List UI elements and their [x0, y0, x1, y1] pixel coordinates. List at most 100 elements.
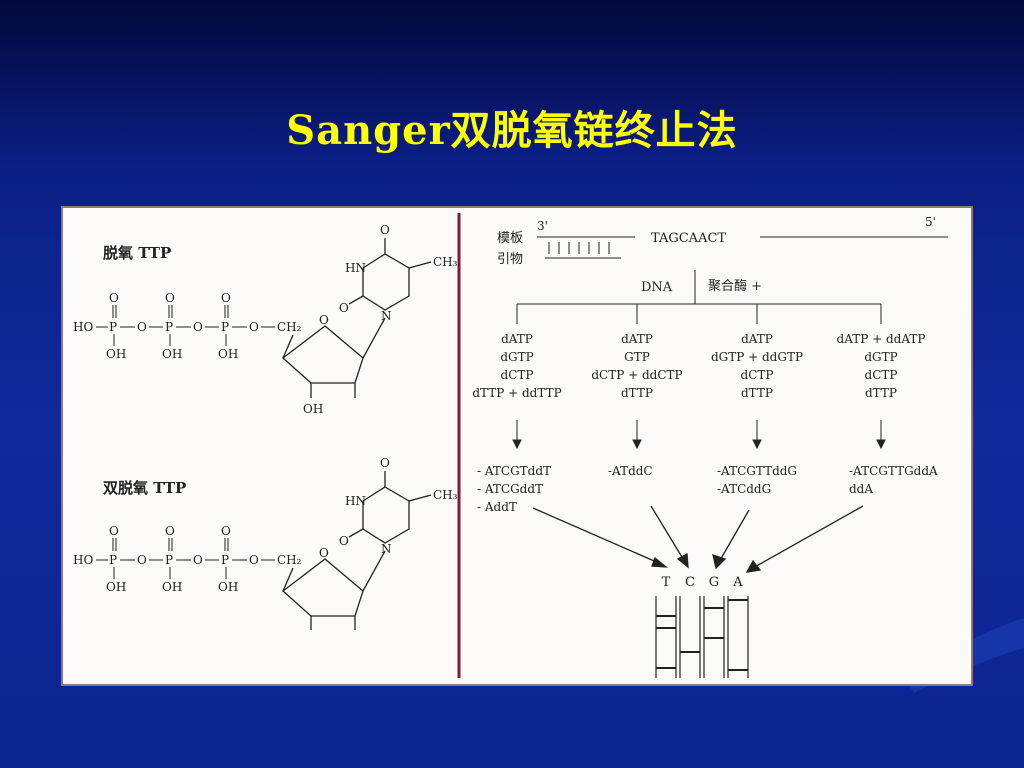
- svg-text:O: O: [380, 223, 390, 237]
- svg-text:OH: OH: [106, 580, 126, 594]
- svg-text:O: O: [221, 524, 231, 538]
- svg-text:T: T: [662, 575, 671, 590]
- svg-text:O: O: [319, 546, 329, 560]
- svg-text:OH: OH: [218, 580, 238, 594]
- svg-text:dCTP: dCTP: [865, 368, 898, 382]
- five-prime-end: 5': [925, 215, 936, 229]
- svg-text:dTTP: dTTP: [621, 386, 653, 400]
- slide-title: Sanger双脱氧链终止法: [286, 107, 738, 154]
- svg-text:-ATCGTTddG: -ATCGTTddG: [717, 464, 797, 478]
- svg-text:dATP + ddATP: dATP + ddATP: [837, 332, 926, 346]
- svg-text:dATP: dATP: [741, 332, 773, 346]
- svg-text:CH₃: CH₃: [433, 488, 458, 502]
- svg-text:P: P: [221, 320, 229, 334]
- svg-text:O: O: [193, 320, 203, 334]
- svg-text:-ATddC: -ATddC: [608, 464, 653, 478]
- svg-text:O: O: [165, 524, 175, 538]
- svg-text:dTTP: dTTP: [741, 386, 773, 400]
- svg-text:dGTP: dGTP: [864, 350, 897, 364]
- svg-text:A: A: [732, 575, 743, 590]
- svg-text:HO: HO: [73, 553, 93, 567]
- svg-text:CH₂: CH₂: [277, 553, 302, 567]
- template-label: 模板: [497, 231, 523, 246]
- products-2: -ATddC: [608, 464, 653, 478]
- reaction-3: dATP dGTP + ddGTP dCTP dTTP: [711, 332, 803, 400]
- svg-text:O: O: [249, 320, 259, 334]
- svg-text:O: O: [249, 553, 259, 567]
- svg-text:O: O: [137, 320, 147, 334]
- template-sequence: TAGCAACT: [651, 231, 726, 246]
- svg-text:G: G: [709, 575, 719, 590]
- deoxy-ribose-ring: [281, 317, 386, 398]
- reaction-2: dATP GTP dCTP + ddCTP dTTP: [591, 332, 682, 400]
- gel-lane-labels: T C G A: [662, 575, 744, 590]
- svg-text:P: P: [165, 320, 173, 334]
- svg-text:P: P: [165, 553, 173, 567]
- base-ch3: CH₃: [433, 255, 458, 269]
- sequencing-gel: [655, 596, 749, 678]
- deoxy-thymine-base: [348, 238, 432, 311]
- svg-text:- ATCGddT: - ATCGddT: [477, 482, 543, 496]
- dideoxy-ribose-ring: [281, 550, 386, 630]
- svg-text:O: O: [109, 291, 119, 305]
- svg-text:O: O: [193, 553, 203, 567]
- deoxy-ttp-label: 脱氧 TTP: [103, 244, 171, 262]
- products-1: - ATCGTddT - ATCGddT - AddT: [477, 464, 551, 514]
- svg-text:OH: OH: [218, 347, 238, 361]
- svg-text:-ATCGTTGddA: -ATCGTTGddA: [849, 464, 938, 478]
- svg-text:O: O: [165, 291, 175, 305]
- primer-strand: [545, 242, 621, 259]
- reaction-4: dATP + ddATP dGTP dCTP dTTP: [837, 332, 926, 400]
- polymerase-label: 聚合酶 +: [708, 278, 762, 294]
- svg-text:dTTP: dTTP: [865, 386, 897, 400]
- dideoxy-ttp-label: 双脱氧 TTP: [103, 479, 186, 497]
- dideoxy-thymine-base: [348, 471, 432, 544]
- svg-text:N: N: [381, 542, 392, 556]
- svg-text:-ATCddG: -ATCddG: [717, 482, 771, 496]
- reaction-1: dATP dGTP dCTP dTTP + ddTTP: [472, 332, 561, 400]
- svg-text:O: O: [221, 291, 231, 305]
- products-3: -ATCGTTddG -ATCddG: [717, 464, 797, 496]
- svg-text:O: O: [380, 456, 390, 470]
- primer-label: 引物: [497, 252, 523, 267]
- deoxy-triphosphate: HO P O OH O P O OH O P O OH O CH₂: [73, 291, 302, 361]
- base-hn: HN: [345, 261, 366, 275]
- three-prime-oh: OH: [303, 402, 323, 416]
- base-n: N: [381, 309, 392, 323]
- dna-label: DNA: [641, 280, 673, 295]
- svg-text:CH₂: CH₂: [277, 320, 302, 334]
- svg-text:P: P: [221, 553, 229, 567]
- svg-text:OH: OH: [106, 347, 126, 361]
- figure-canvas: 脱氧 TTP HO P O OH O P O OH O P O OH O CH₂: [73, 213, 948, 678]
- svg-text:P: P: [109, 320, 117, 334]
- svg-text:dCTP + ddCTP: dCTP + ddCTP: [591, 368, 682, 382]
- converging-arrows: [532, 505, 864, 573]
- svg-text:dCTP: dCTP: [501, 368, 534, 382]
- svg-text:OH: OH: [162, 347, 182, 361]
- svg-text:P: P: [109, 553, 117, 567]
- svg-text:HO: HO: [73, 320, 93, 334]
- svg-text:OH: OH: [162, 580, 182, 594]
- svg-text:O: O: [137, 553, 147, 567]
- sanger-figure: 脱氧 TTP HO P O OH O P O OH O P O OH O CH₂: [61, 206, 973, 686]
- svg-text:O: O: [109, 524, 119, 538]
- svg-text:ddA: ddA: [849, 482, 873, 496]
- svg-text:dATP: dATP: [621, 332, 653, 346]
- svg-text:- AddT: - AddT: [477, 500, 517, 514]
- svg-text:GTP: GTP: [624, 350, 650, 364]
- svg-text:- ATCGTddT: - ATCGTddT: [477, 464, 551, 478]
- branch-tree: [516, 303, 882, 324]
- svg-text:dATP: dATP: [501, 332, 533, 346]
- three-prime-end: 3': [537, 219, 548, 233]
- svg-text:dCTP: dCTP: [741, 368, 774, 382]
- products-4: -ATCGTTGddA ddA: [849, 464, 938, 496]
- svg-text:dGTP + ddGTP: dGTP + ddGTP: [711, 350, 803, 364]
- svg-text:HN: HN: [345, 494, 366, 508]
- svg-text:C: C: [685, 575, 695, 590]
- gel-bands: [656, 599, 748, 671]
- dideoxy-triphosphate: HO P O OH O P O OH O P O OH O CH₂: [73, 524, 302, 594]
- svg-text:O: O: [339, 301, 349, 315]
- svg-text:O: O: [339, 534, 349, 548]
- svg-text:dTTP + ddTTP: dTTP + ddTTP: [472, 386, 561, 400]
- ring-oxygen: O: [319, 313, 329, 327]
